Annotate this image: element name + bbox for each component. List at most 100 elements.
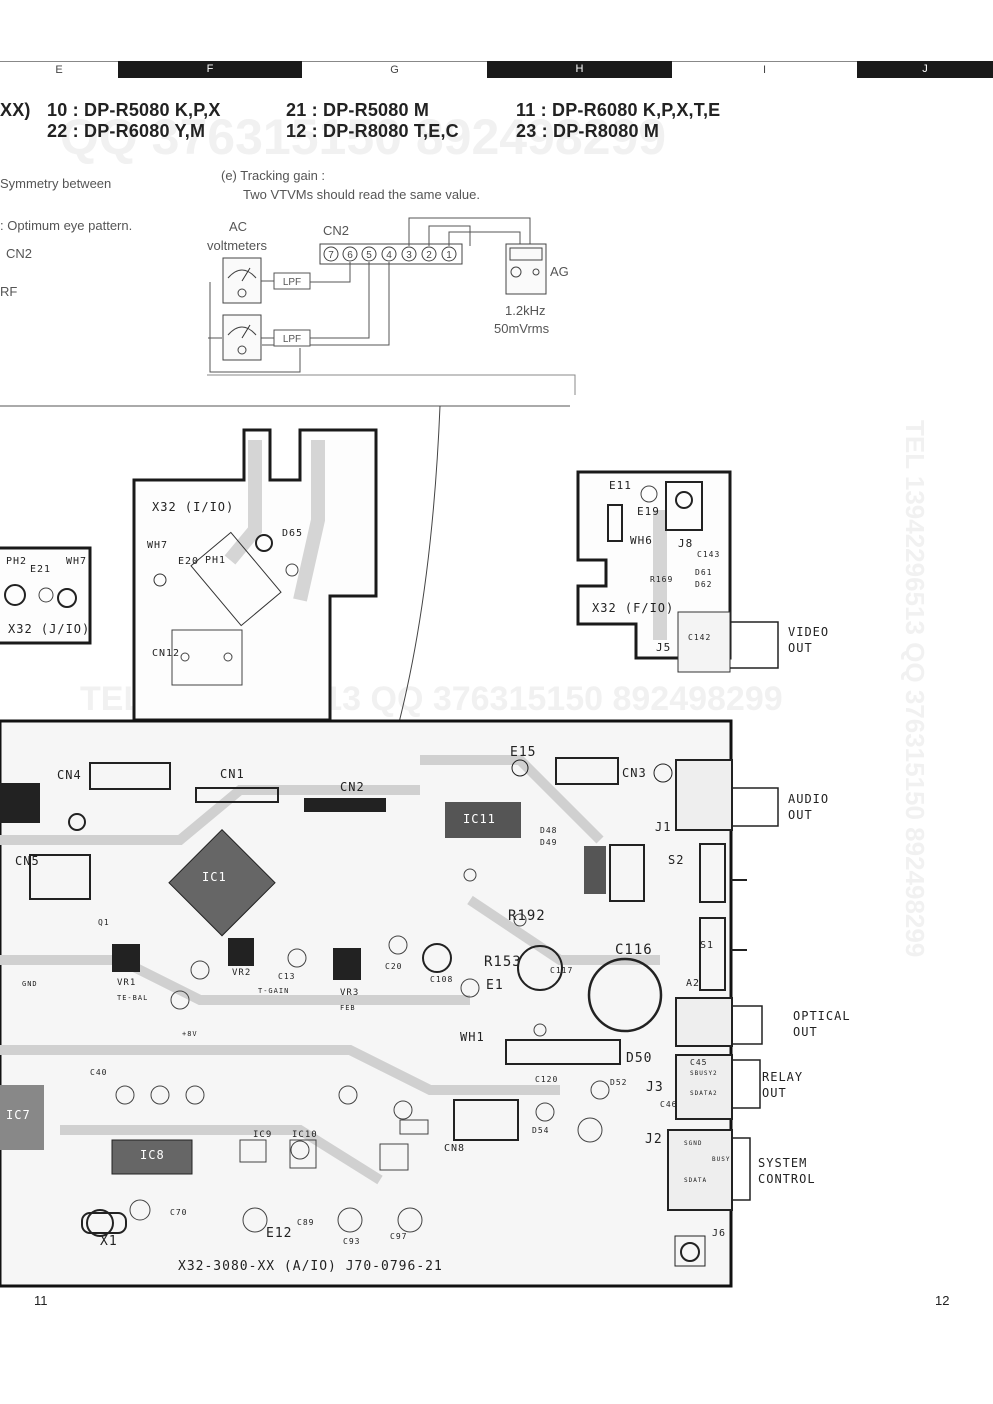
- ref-j5: J5: [656, 641, 672, 654]
- ref-ph1: PH1: [205, 555, 227, 566]
- ref-designator: IC10: [292, 1130, 318, 1140]
- ref-designator: D49: [540, 838, 558, 847]
- ref-designator: D50: [626, 1051, 653, 1066]
- board-x32-i10-label: X32 (I/IO): [152, 500, 235, 514]
- ref-designator: C93: [343, 1237, 361, 1246]
- silkscreen-label: SDATA: [684, 1177, 708, 1184]
- silkscreen-label: BUSY: [712, 1156, 731, 1163]
- ref-designator: Q1: [98, 918, 110, 927]
- column-band-j: J: [857, 61, 993, 78]
- lpf-filter: LPF: [283, 277, 301, 288]
- column-band-f: F: [118, 61, 302, 78]
- relay-out-label: OUT: [762, 1086, 787, 1100]
- cn2-pin: 4: [386, 250, 392, 261]
- ref-designator: CN4: [57, 768, 82, 782]
- ref-designator: C70: [170, 1208, 188, 1217]
- board-part-number: X32-3080-XX (A/IO) J70-0796-21: [178, 1259, 443, 1274]
- cn2-label: CN2: [323, 223, 350, 238]
- frequency-label: 1.2kHz: [505, 303, 546, 318]
- watermark: QQ 376315150 892498299: [60, 109, 667, 165]
- ref-c142: C142: [688, 633, 712, 642]
- ref-designator: IC9: [253, 1130, 273, 1140]
- model-line: 11 : DP-R6080 K,P,X,T,E: [516, 100, 721, 120]
- ref-designator: J3: [646, 1080, 664, 1095]
- ref-designator: IC7: [6, 1108, 31, 1122]
- ref-e20: E20: [178, 556, 200, 567]
- model-line: 23 : DP-R8080 M: [516, 121, 660, 141]
- ref-designator: C45: [690, 1058, 708, 1067]
- ref-designator: IC1: [202, 870, 227, 884]
- partial-code: XX): [0, 100, 31, 120]
- ref-wh6: WH6: [630, 534, 653, 547]
- ref-designator: R153: [484, 954, 522, 970]
- ref-ph2: PH2: [6, 556, 28, 567]
- ref-designator: D54: [532, 1126, 550, 1135]
- cn2-pin: 3: [406, 250, 412, 261]
- column-band-h: H: [487, 61, 672, 78]
- ref-designator: CN2: [340, 780, 365, 794]
- audio-generator: [505, 243, 547, 295]
- ref-designator: WH1: [460, 1030, 485, 1044]
- ac-voltmeter: [222, 257, 262, 304]
- cn2-pin: 1: [446, 250, 452, 261]
- ref-d62: D62: [695, 580, 713, 589]
- ref-designator: CN3: [622, 766, 647, 780]
- silkscreen-label: +8V: [182, 1030, 198, 1038]
- cn2-pin: 7: [328, 250, 334, 261]
- ref-designator: C108: [430, 975, 454, 984]
- ref-designator: C40: [90, 1068, 108, 1077]
- ref-cn12: CN12: [152, 648, 181, 659]
- ref-designator: C20: [385, 962, 403, 971]
- ac-label: AC: [229, 219, 248, 234]
- ref-designator: C97: [390, 1232, 408, 1241]
- ref-designator: C13: [278, 972, 296, 981]
- ref-j8: J8: [678, 537, 694, 550]
- ref-wh7: WH7: [147, 540, 169, 551]
- silkscreen-label: SBUSY2: [690, 1070, 718, 1077]
- board-x32-j10-outline: [0, 546, 92, 645]
- optical-out-label: OUT: [793, 1025, 818, 1039]
- optical-out-label: OPTICAL: [793, 1009, 851, 1023]
- ref-designator: J6: [712, 1228, 727, 1239]
- ref-designator: E15: [510, 745, 537, 760]
- ref-designator: E1: [486, 978, 504, 993]
- ref-designator: J1: [655, 820, 672, 834]
- note-eye-pattern: : Optimum eye pattern.: [0, 218, 133, 233]
- system-control-label: CONTROL: [758, 1172, 816, 1186]
- model-line: 10 : DP-R5080 K,P,X: [47, 100, 221, 120]
- video-out-label: VIDEO: [788, 625, 830, 639]
- ref-r169: R169: [650, 575, 674, 584]
- lpf-filter: LPF: [283, 334, 301, 345]
- column-band-i: I: [672, 61, 857, 79]
- column-band-g: G: [302, 61, 487, 79]
- ac-voltmeter: [222, 314, 262, 361]
- cn2-pins: 7 6 5 4 3 2 1: [323, 246, 457, 262]
- ref-designator: VR3: [340, 988, 360, 998]
- ref-designator: CN1: [220, 767, 245, 781]
- ref-designator: J2: [645, 1132, 663, 1147]
- ref-designator: C89: [297, 1218, 315, 1227]
- cn2-pin: 6: [347, 250, 353, 261]
- ref-designator: VR2: [232, 968, 252, 978]
- tracking-gain-title: (e) Tracking gain :: [221, 168, 326, 183]
- model-line: 22 : DP-R6080 Y,M: [47, 121, 206, 141]
- ref-e11: E11: [609, 479, 632, 492]
- relay-out-label: RELAY: [762, 1070, 804, 1084]
- cn2-pin: 2: [426, 250, 432, 261]
- note-rf: RF: [0, 284, 18, 299]
- ref-designator: C46: [660, 1100, 678, 1109]
- ref-designator: IC11: [463, 812, 496, 826]
- level-label: 50mVrms: [494, 321, 550, 336]
- ref-e19: E19: [637, 505, 660, 518]
- page-number-right: 12: [935, 1293, 950, 1308]
- silkscreen-label: FEB: [340, 1004, 356, 1012]
- ref-designator: C117: [550, 966, 574, 975]
- ref-d61: D61: [695, 568, 713, 577]
- page-number-left: 11: [34, 1293, 48, 1308]
- ref-d65: D65: [282, 528, 304, 539]
- ref-designator: S2: [668, 853, 685, 867]
- silkscreen-label: SDATA2: [690, 1090, 718, 1097]
- ref-designator: R192: [508, 908, 546, 924]
- cn2-pin: 5: [366, 250, 372, 261]
- audio-out-label: AUDIO: [788, 792, 830, 806]
